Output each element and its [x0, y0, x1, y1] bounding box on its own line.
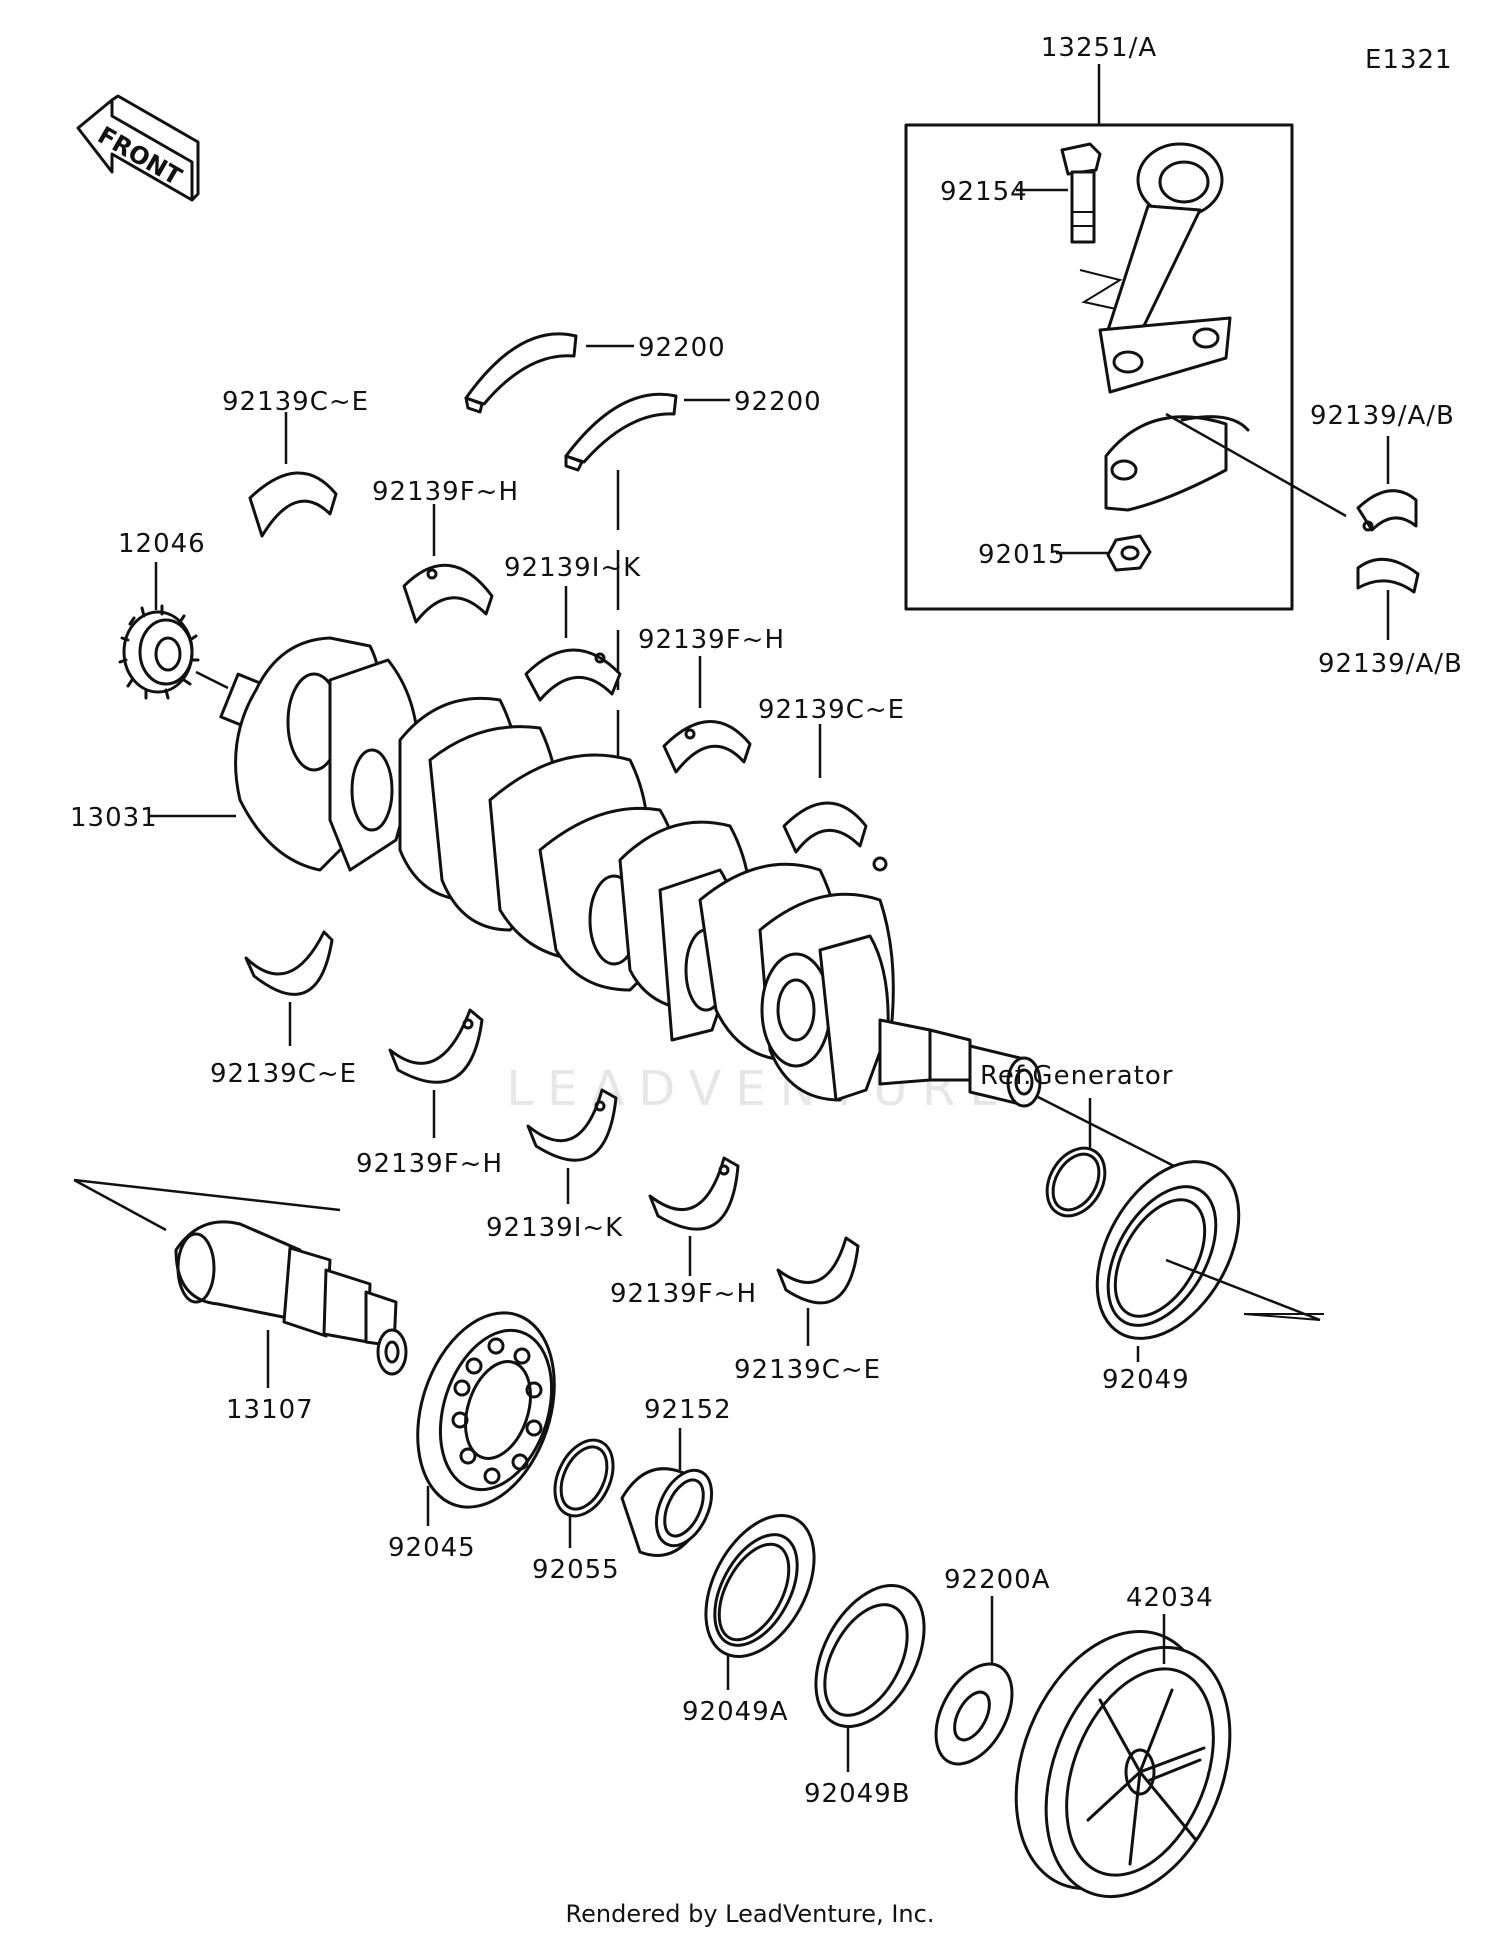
- main-bearing-lower-5: [776, 1236, 860, 1305]
- output-shaft: [174, 1220, 408, 1376]
- label-92139fh-4: 92139F~H: [610, 1279, 757, 1309]
- label-92152: 92152: [644, 1395, 732, 1425]
- rod-bearing-lower: [1356, 557, 1420, 594]
- oil-seal-92049a: [704, 1514, 816, 1658]
- main-bearing-lower-3: [526, 1088, 618, 1162]
- diagram-code: E1321: [1365, 45, 1453, 75]
- label-12046: 12046: [118, 529, 206, 559]
- label-92200-b: 92200: [734, 387, 822, 417]
- connecting-rod-cap: [1104, 415, 1250, 512]
- thrust-washer-2: [564, 392, 678, 472]
- label-92200a: 92200A: [944, 1565, 1051, 1595]
- o-ring-92055: [553, 1438, 615, 1518]
- label-92200-a: 92200: [638, 333, 726, 363]
- front-arrow-icon: FRONT: [76, 94, 200, 202]
- label-92139ce-4: 92139C~E: [734, 1355, 881, 1385]
- label-92139ab-top: 92139/A/B: [1310, 401, 1455, 431]
- main-bearing-upper-2: [402, 563, 494, 624]
- washer-92200a: [934, 1662, 1014, 1766]
- main-bearing-lower-2: [388, 1008, 484, 1084]
- label-92015: 92015: [978, 540, 1066, 570]
- main-bearing-upper-5: [782, 801, 868, 854]
- label-92139ce-2: 92139C~E: [758, 695, 905, 725]
- crankshaft: [195, 636, 1042, 1108]
- label-92055: 92055: [532, 1555, 620, 1585]
- main-bearing-upper-4: [662, 720, 752, 774]
- connecting-rod: [1098, 142, 1232, 394]
- thrust-washer-1: [464, 332, 578, 414]
- label-92139fh-2: 92139F~H: [638, 625, 785, 655]
- main-bearing-lower-1: [244, 930, 334, 996]
- label-13107: 13107: [226, 1395, 314, 1425]
- o-ring-generator: [1045, 1146, 1107, 1218]
- label-42034: 42034: [1126, 1583, 1214, 1613]
- rod-bearing-upper: [1356, 489, 1418, 532]
- main-bearing-lower-4: [648, 1156, 740, 1231]
- label-92139fh-3: 92139F~H: [356, 1149, 503, 1179]
- label-92139ce-3: 92139C~E: [210, 1059, 357, 1089]
- label-92139ce-1: 92139C~E: [222, 387, 369, 417]
- label-92045: 92045: [388, 1533, 476, 1563]
- label-92154: 92154: [940, 177, 1028, 207]
- label-13251: 13251/A: [1041, 33, 1157, 63]
- label-92139ik-2: 92139I~K: [486, 1213, 623, 1243]
- pulley-42034: [1014, 1629, 1232, 1899]
- label-92049b: 92049B: [804, 1779, 911, 1809]
- footer-credit: Rendered by LeadVenture, Inc.: [566, 1900, 935, 1928]
- rod-bolt: [1060, 142, 1102, 244]
- label-13031: 13031: [70, 803, 158, 833]
- roller-bearing: [416, 1311, 556, 1509]
- main-bearing-upper-3: [524, 648, 622, 702]
- label-92049: 92049: [1102, 1365, 1190, 1395]
- main-bearing-upper-1: [248, 471, 338, 538]
- crank-gear: [118, 604, 200, 700]
- label-92139ik-1: 92139I~K: [504, 553, 641, 583]
- collar-92152: [620, 1467, 714, 1557]
- connecting-rod-assembly: 13251/A 92154: [904, 33, 1347, 611]
- label-92139fh-1: 92139F~H: [372, 477, 519, 507]
- label-92139ab-bot: 92139/A/B: [1318, 649, 1463, 679]
- label-92049a: 92049A: [682, 1697, 789, 1727]
- rod-nut: [1106, 534, 1152, 572]
- ref-generator-label: Ref.Generator: [980, 1061, 1173, 1091]
- oil-seal-92049b: [814, 1584, 926, 1728]
